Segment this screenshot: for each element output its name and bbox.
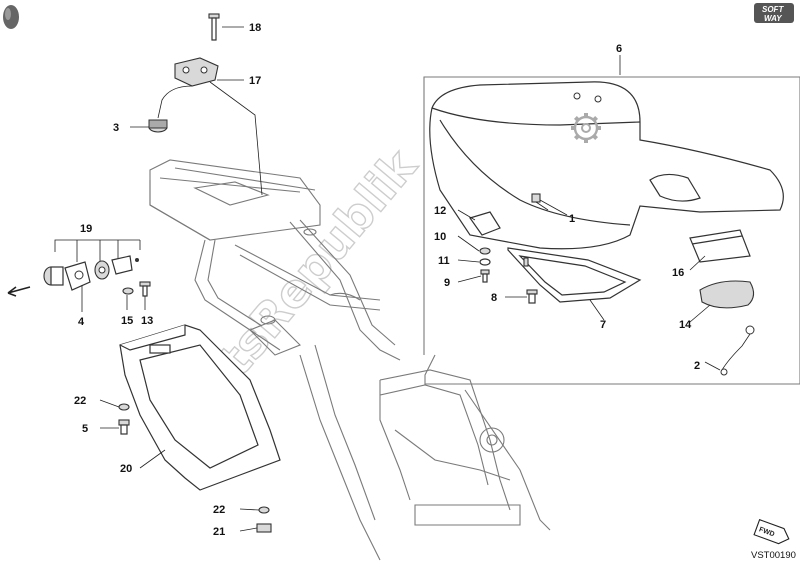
- part-3-cap: [148, 119, 168, 133]
- part-12-plate: [469, 211, 501, 236]
- part-1-hook: [531, 193, 549, 211]
- part-20-undertray: [119, 324, 281, 491]
- part-8-screw: [526, 289, 538, 304]
- callout-9: 9: [444, 277, 450, 289]
- callout-19: 19: [80, 223, 92, 235]
- gear-icon: [571, 113, 601, 143]
- callout-13: 13: [141, 315, 153, 327]
- part-11-washer: [479, 258, 491, 266]
- drawing-code: VST00190: [751, 550, 796, 561]
- callout-8: 8: [491, 292, 497, 304]
- callout-16: 16: [672, 267, 684, 279]
- callout-15: 15: [121, 315, 133, 327]
- callout-2: 2: [694, 360, 700, 372]
- part-5-screw: [118, 419, 130, 435]
- part-18-screw: [208, 13, 220, 41]
- callout-1: 1: [569, 213, 575, 225]
- softway-badge: SOFT WAY: [754, 3, 794, 23]
- part-16-manual: [689, 229, 751, 263]
- callout-4: 4: [78, 316, 85, 328]
- callout-5: 5: [82, 423, 88, 435]
- part-2-cable: [720, 325, 755, 376]
- part-17-latch: [157, 57, 219, 119]
- callout-14: 14: [679, 319, 692, 331]
- callout-7: 7: [600, 319, 606, 331]
- fwd-tag-icon: FWD: [753, 518, 790, 545]
- part-14-pouch: [699, 280, 755, 309]
- callout-6: 6: [616, 43, 622, 55]
- callout-17: 17: [249, 75, 261, 87]
- callout-10: 10: [434, 231, 446, 243]
- callout-21: 21: [213, 526, 225, 538]
- callout-12: 12: [434, 205, 446, 217]
- part-22a-washer: [118, 403, 130, 411]
- forward-arrow-icon: [7, 286, 31, 297]
- callout-leaders: [81, 26, 721, 532]
- seat-detail-frame: [423, 76, 800, 385]
- callout-11: 11: [438, 255, 450, 267]
- callout-22-lower: 22: [213, 504, 225, 516]
- corner-mark-icon: [3, 5, 19, 29]
- part-22b-washer: [258, 506, 270, 514]
- motorcycle-frame: [149, 159, 551, 561]
- part-10-washer: [479, 247, 491, 255]
- part-21-nut: [256, 523, 272, 533]
- callout-22-upper: 22: [74, 395, 86, 407]
- callout-3: 3: [113, 122, 119, 134]
- part-19-lock-assembly: [43, 239, 151, 297]
- part-7-tray-frame: [507, 247, 642, 303]
- part-9-bolt: [480, 269, 490, 283]
- callout-20: 20: [120, 463, 132, 475]
- callout-18: 18: [249, 22, 261, 34]
- wire-route-line: [209, 81, 263, 196]
- badge-line1: SOFT: [762, 5, 784, 14]
- badge-line2: WAY: [764, 14, 782, 23]
- part-6-seat: [429, 81, 784, 250]
